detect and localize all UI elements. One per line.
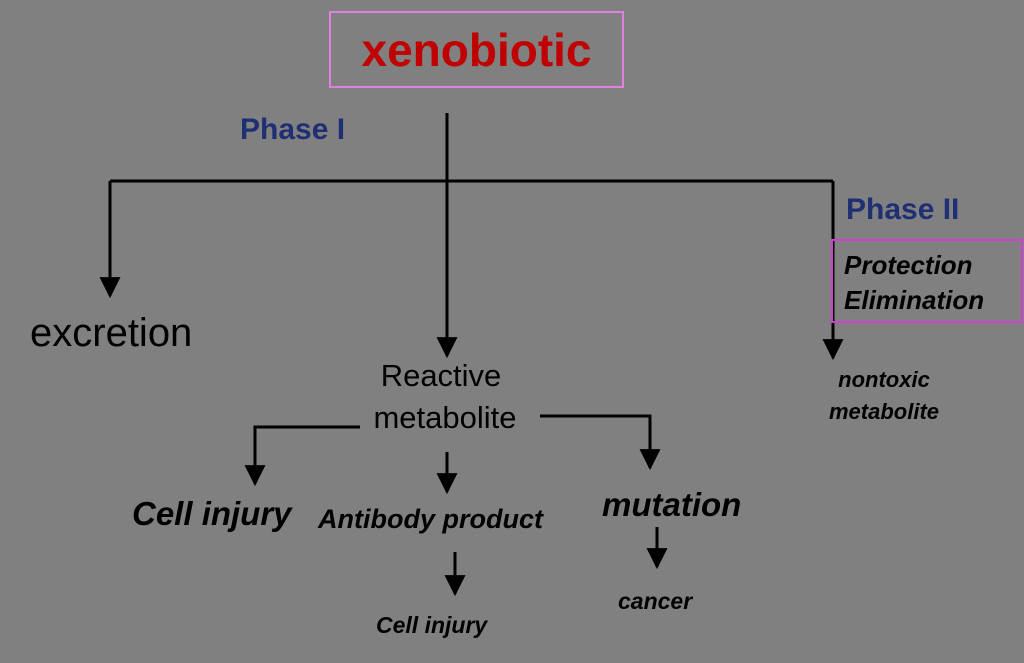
title-box bbox=[329, 11, 624, 88]
cell-injury-label: Cell injury bbox=[132, 495, 292, 532]
antibody-cell-injury-label: Cell injury bbox=[376, 612, 488, 638]
reactive-metabolite-line-1: Reactive bbox=[380, 358, 502, 393]
phase-2-box bbox=[831, 239, 1023, 323]
phase-2-box-line-1: Protection bbox=[844, 250, 973, 280]
mutation-label: mutation bbox=[602, 486, 742, 523]
nontoxic-metabolite-line-1: nontoxic bbox=[838, 367, 930, 392]
arrow-to-cell-injury bbox=[244, 425, 360, 487]
arrow-to-mutation bbox=[540, 414, 661, 471]
phase-2-label: Phase II bbox=[846, 193, 960, 226]
reactive-metabolite-line-2: metabolite bbox=[373, 400, 517, 435]
excretion-label: excretion bbox=[30, 311, 193, 355]
title: xenobiotic bbox=[361, 24, 592, 76]
phase-1-label: Phase I bbox=[240, 113, 346, 146]
phase-2-box-line-2: Elimination bbox=[844, 285, 985, 315]
antibody-product-label: Antibody product bbox=[318, 504, 543, 534]
nontoxic-metabolite-line-2: metabolite bbox=[828, 399, 940, 424]
cancer-label: cancer bbox=[618, 588, 693, 614]
